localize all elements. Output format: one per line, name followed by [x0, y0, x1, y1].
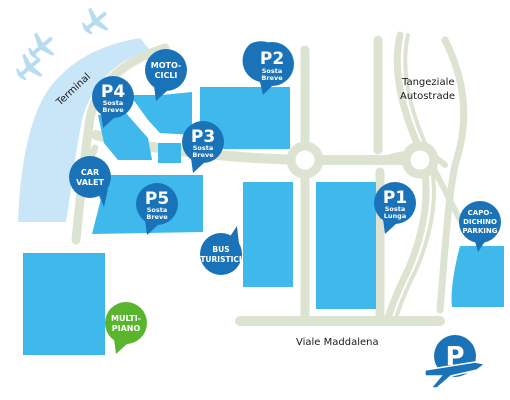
pin-car-valet-line1: CAR [81, 168, 99, 177]
airplane-icon [82, 7, 109, 35]
pin-capodichino-line3: PARKING [463, 227, 498, 235]
pin-p1-line1: Sosta [385, 205, 406, 213]
tangeziale-east [394, 33, 436, 320]
pin-capodichino-line2: DICHINO [463, 218, 497, 226]
parking-area-bus [243, 182, 293, 287]
pin-motocicli-line2: CICLI [155, 71, 178, 80]
pin-p4-line1: Sosta [103, 99, 124, 107]
pin-p3-line1: Sosta [193, 144, 214, 152]
pin-p2[interactable]: P2 Sosta Breve [242, 41, 294, 95]
parking-area-p1 [316, 182, 376, 309]
pin-motocicli[interactable]: MOTO- CICLI [145, 49, 187, 101]
pin-car-valet[interactable]: CAR VALET [69, 156, 111, 207]
parking-area-p4-east [130, 92, 192, 135]
pin-p2-line1: Sosta [262, 67, 283, 75]
parking-area-p3-small [158, 143, 181, 163]
pin-car-valet-line2: VALET [76, 178, 104, 187]
pin-p5-code: P5 [145, 189, 169, 209]
pin-multipiano-line1: MULTI- [111, 314, 141, 323]
parking-area-multipiano [23, 253, 105, 355]
parking-area-p4 [98, 112, 152, 160]
tangeziale-west [384, 31, 430, 322]
pin-p3-code: P3 [191, 127, 215, 147]
pin-p2-code: P2 [260, 49, 284, 69]
parking-area-capodichino [451, 246, 504, 307]
pin-motocicli-line1: MOTO- [151, 61, 182, 70]
road-label-viale-maddalena: Viale Maddalena [296, 337, 379, 348]
east-link [429, 162, 463, 223]
pin-p1-line2: Lunga [384, 212, 406, 220]
pin-capodichino-line1: CAPO- [468, 209, 493, 217]
airplane-icon [16, 53, 43, 81]
pin-p2-line2: Breve [261, 74, 283, 82]
pin-p4-line2: Breve [102, 106, 124, 114]
road-label-tangeziale-1: Tangeziale [401, 77, 455, 88]
pin-p1-code: P1 [383, 188, 407, 208]
roundabout-west [286, 141, 324, 179]
roundabout-east [401, 141, 439, 179]
road-label-tangeziale-2: Autostrade [400, 91, 455, 102]
pin-multipiano-line2: PIANO [112, 324, 141, 333]
pin-p3-line2: Breve [192, 151, 214, 159]
pin-capodichino[interactable]: CAPO- DICHINO PARKING [459, 201, 501, 252]
airplane-icon [28, 32, 55, 60]
pin-p5[interactable]: P5 Sosta Breve [136, 183, 178, 235]
pin-p3[interactable]: P3 Sosta Breve [182, 121, 224, 173]
capodichino-road [436, 36, 468, 314]
terminal-building [18, 38, 150, 222]
pin-p1[interactable]: P1 Sosta Lunga [374, 182, 416, 234]
pin-p5-line1: Sosta [147, 206, 168, 214]
pin-bus-turistici[interactable]: BUS TURISTICI [200, 226, 242, 275]
pin-p4[interactable]: P4 Sosta Breve [92, 76, 134, 128]
pin-bus-turistici-line2: TURISTICI [200, 255, 242, 264]
pin-p5-line2: Breve [146, 213, 168, 221]
parking-airport-logo-icon: P [424, 335, 487, 389]
pin-bus-turistici-line1: BUS [212, 245, 229, 254]
pin-multipiano[interactable]: MULTI- PIANO [105, 302, 147, 354]
pin-p4-code: P4 [101, 82, 125, 102]
